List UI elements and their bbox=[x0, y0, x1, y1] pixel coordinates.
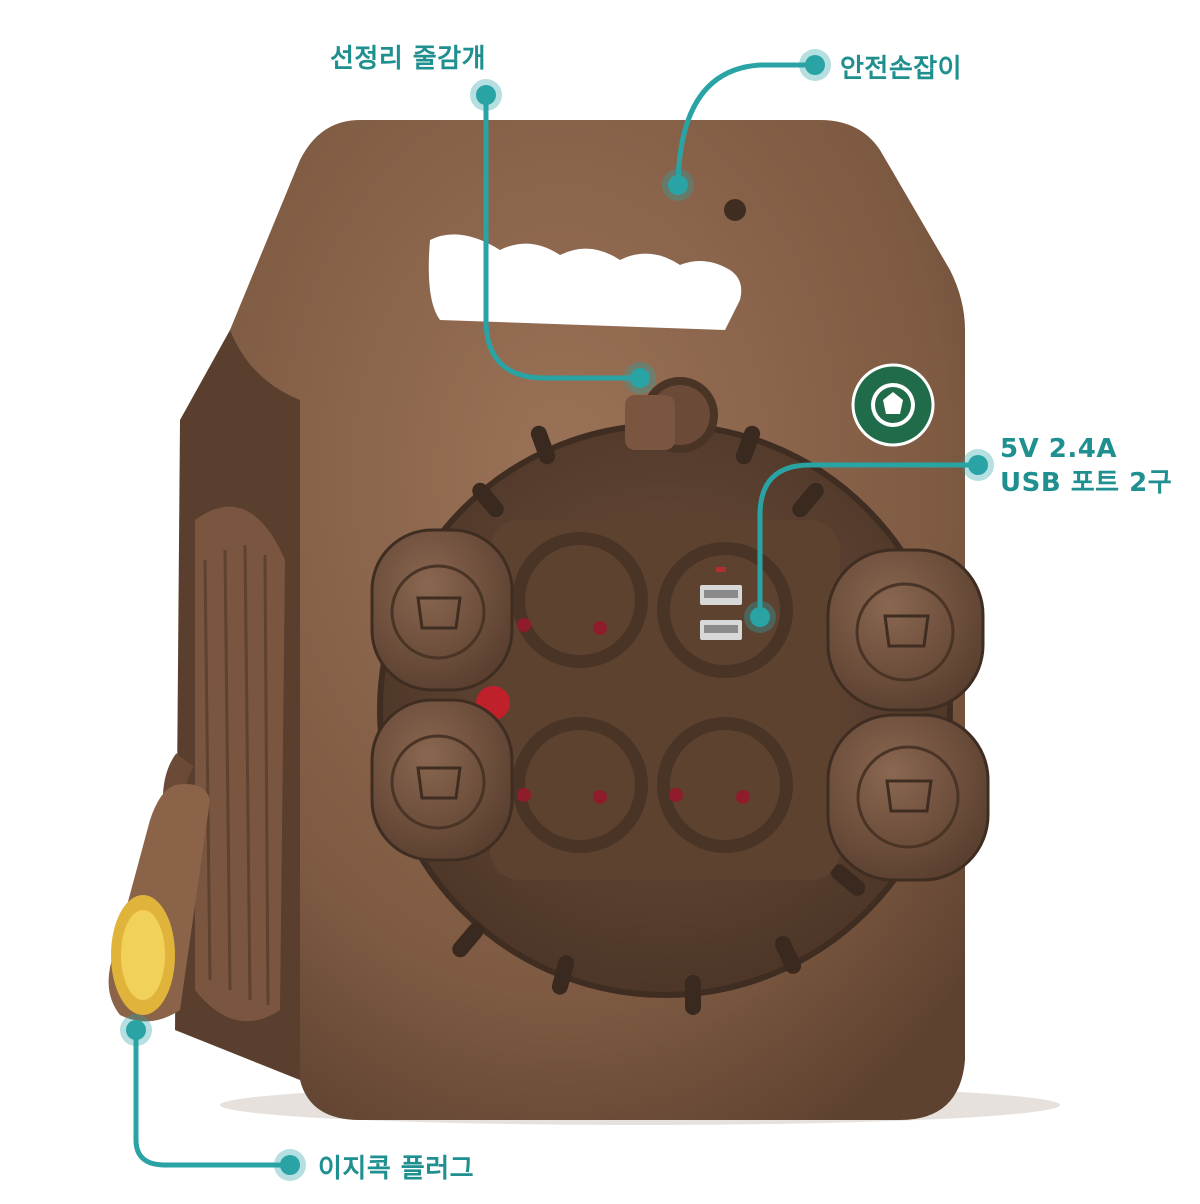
socket-bottom-left bbox=[512, 717, 648, 853]
socket-top-left bbox=[512, 532, 648, 668]
callout-cable-guide: 선정리 줄감개 bbox=[330, 44, 487, 74]
plug-face-inner bbox=[121, 910, 165, 1000]
callout-usb: 5V 2.4A USB 포트 2구 bbox=[1000, 432, 1172, 500]
callout-dots bbox=[120, 49, 994, 1181]
callout-usb-line1: 5V 2.4A bbox=[1000, 434, 1117, 464]
socket-bottom-right bbox=[657, 717, 793, 853]
cable-wraps bbox=[203, 544, 270, 1006]
callout-plug: 이지콕 플러그 bbox=[318, 1154, 475, 1184]
cap-top-left bbox=[370, 528, 514, 692]
callout-handle: 안전손잡이 bbox=[840, 54, 963, 84]
cap-bottom-left bbox=[370, 698, 514, 862]
crank-arm bbox=[625, 395, 675, 450]
cap-top-right bbox=[826, 548, 985, 712]
handle-hole bbox=[724, 199, 746, 221]
wound-cable bbox=[195, 506, 285, 1022]
handle-opening bbox=[428, 234, 742, 330]
cap-bottom-right bbox=[826, 713, 990, 882]
callout-lines bbox=[133, 62, 975, 1168]
callout-usb-line2: USB 포트 2구 bbox=[1000, 468, 1173, 498]
lugbox-logo bbox=[851, 363, 935, 447]
